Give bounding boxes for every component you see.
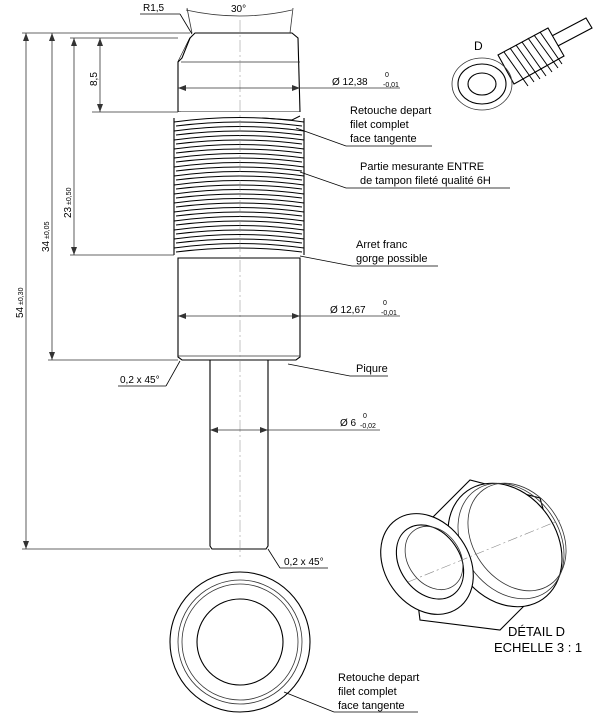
len-54-main: 54 xyxy=(15,306,26,318)
len-34-label: 34 ±0,05 xyxy=(41,221,52,252)
part-side-view xyxy=(172,32,306,550)
len-23-tol: ±0,50 xyxy=(66,187,73,205)
diam-shank-label: Ø 6 0 -0,02 xyxy=(340,413,376,430)
len-23-main: 23 xyxy=(63,206,74,218)
len-54-label: 54 ±0,30 xyxy=(15,287,26,318)
detail-d-view xyxy=(380,479,567,631)
diam-body-upper: 0 xyxy=(383,300,387,307)
bottom-retouche-line-1: Retouche depart xyxy=(338,672,419,684)
diam-thread-main: Ø 12,38 xyxy=(332,77,368,88)
detail-title: DÉTAIL D xyxy=(508,624,565,639)
chamfer-mid-label: 0,2 x 45° xyxy=(120,375,160,386)
len-8-5-label: 8,5 xyxy=(89,72,100,86)
partie-line-1: Partie mesurante ENTRE xyxy=(360,161,484,173)
retouche-line-1: Retouche depart xyxy=(350,105,431,117)
diam-body-label: Ø 12,67 0 -0,01 xyxy=(330,300,397,317)
len-23-label: 23 ±0,50 xyxy=(63,187,74,218)
bottom-retouche-line-2: filet complet xyxy=(338,686,397,698)
retouche-line-2: filet complet xyxy=(350,119,409,131)
chamfer-end-label: 0,2 x 45° xyxy=(284,557,324,568)
radius-label: R1,5 xyxy=(143,3,165,14)
diam-body-main: Ø 12,67 xyxy=(330,305,366,316)
detail-scale: ECHELLE 3 : 1 xyxy=(494,640,582,655)
partie-line-2: de tampon fileté qualité 6H xyxy=(360,175,491,187)
annotation-notes xyxy=(287,127,510,377)
len-34-main: 34 xyxy=(41,240,52,252)
thread-profile xyxy=(172,112,306,256)
diam-thread-upper: 0 xyxy=(385,72,389,79)
diam-shank-upper: 0 xyxy=(363,413,367,420)
dimension-lines xyxy=(22,7,400,569)
diam-shank-main: Ø 6 xyxy=(340,418,357,429)
piqure-note: Piqure xyxy=(356,363,388,375)
arret-line-1: Arret franc xyxy=(356,239,408,251)
len-34-tol: ±0,05 xyxy=(44,221,51,239)
angle-label: 30° xyxy=(231,4,246,15)
diam-thread-label: Ø 12,38 0 -0,01 xyxy=(332,72,399,89)
diam-shank-lower: -0,02 xyxy=(360,423,376,430)
end-view xyxy=(169,571,418,713)
diam-thread-lower: -0,01 xyxy=(383,82,399,89)
isometric-thumbnail xyxy=(451,17,593,111)
diam-body-lower: -0,01 xyxy=(381,310,397,317)
retouche-line-3: face tangente xyxy=(350,133,417,145)
len-54-tol: ±0,30 xyxy=(18,287,25,305)
bottom-retouche-line-3: face tangente xyxy=(338,700,405,712)
detail-callout-letter: D xyxy=(474,39,483,53)
arret-line-2: gorge possible xyxy=(356,253,428,265)
